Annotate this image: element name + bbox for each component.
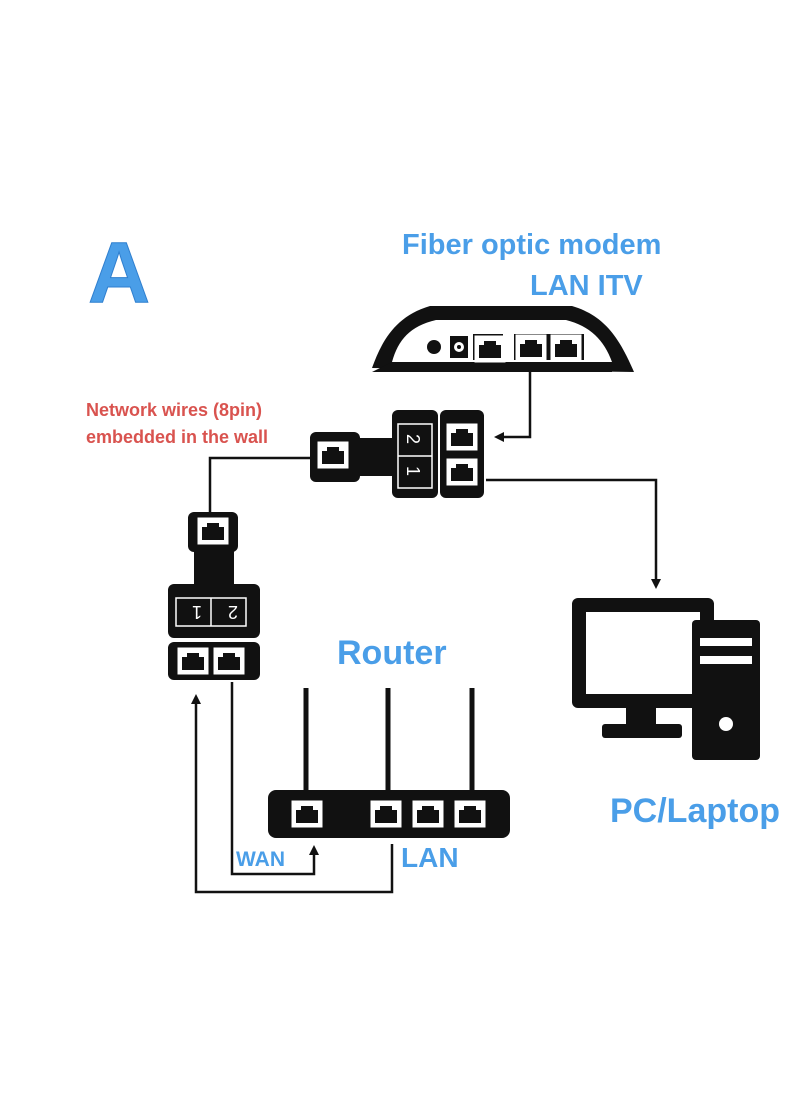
upper-splitter-port-1: 1 <box>403 466 423 476</box>
router-lan-label: LAN <box>401 842 459 873</box>
wall-wires-label-line1: Network wires (8pin) <box>86 400 262 420</box>
upper-splitter-port-2: 2 <box>403 434 423 444</box>
router-title: Router <box>337 634 447 672</box>
pc-label: PC/Laptop <box>610 792 780 830</box>
wire-splitter-to-router-wan <box>230 682 319 876</box>
router-wan-label: WAN <box>236 848 285 871</box>
lower-splitter-port-1: 1 <box>192 602 202 622</box>
upper-ethernet-splitter-icon <box>310 410 484 498</box>
lower-ethernet-splitter-icon <box>168 512 260 680</box>
desktop-computer-icon <box>572 598 760 760</box>
wire-router-lan-to-splitter <box>191 694 394 894</box>
lower-splitter-port-2: 2 <box>228 602 238 622</box>
modem-title: Fiber optic modem <box>402 229 661 261</box>
wire-splitter-to-pc <box>486 478 661 589</box>
fiber-modem-icon <box>372 306 634 372</box>
router-icon <box>268 688 510 838</box>
wall-wires-label-line2: embedded in the wall <box>86 427 268 447</box>
wire-wall-between-splitters <box>208 456 310 512</box>
modem-ports-label: LAN ITV <box>530 270 643 302</box>
figure-letter: A <box>88 225 150 321</box>
wire-modem-to-splitter <box>494 370 532 442</box>
